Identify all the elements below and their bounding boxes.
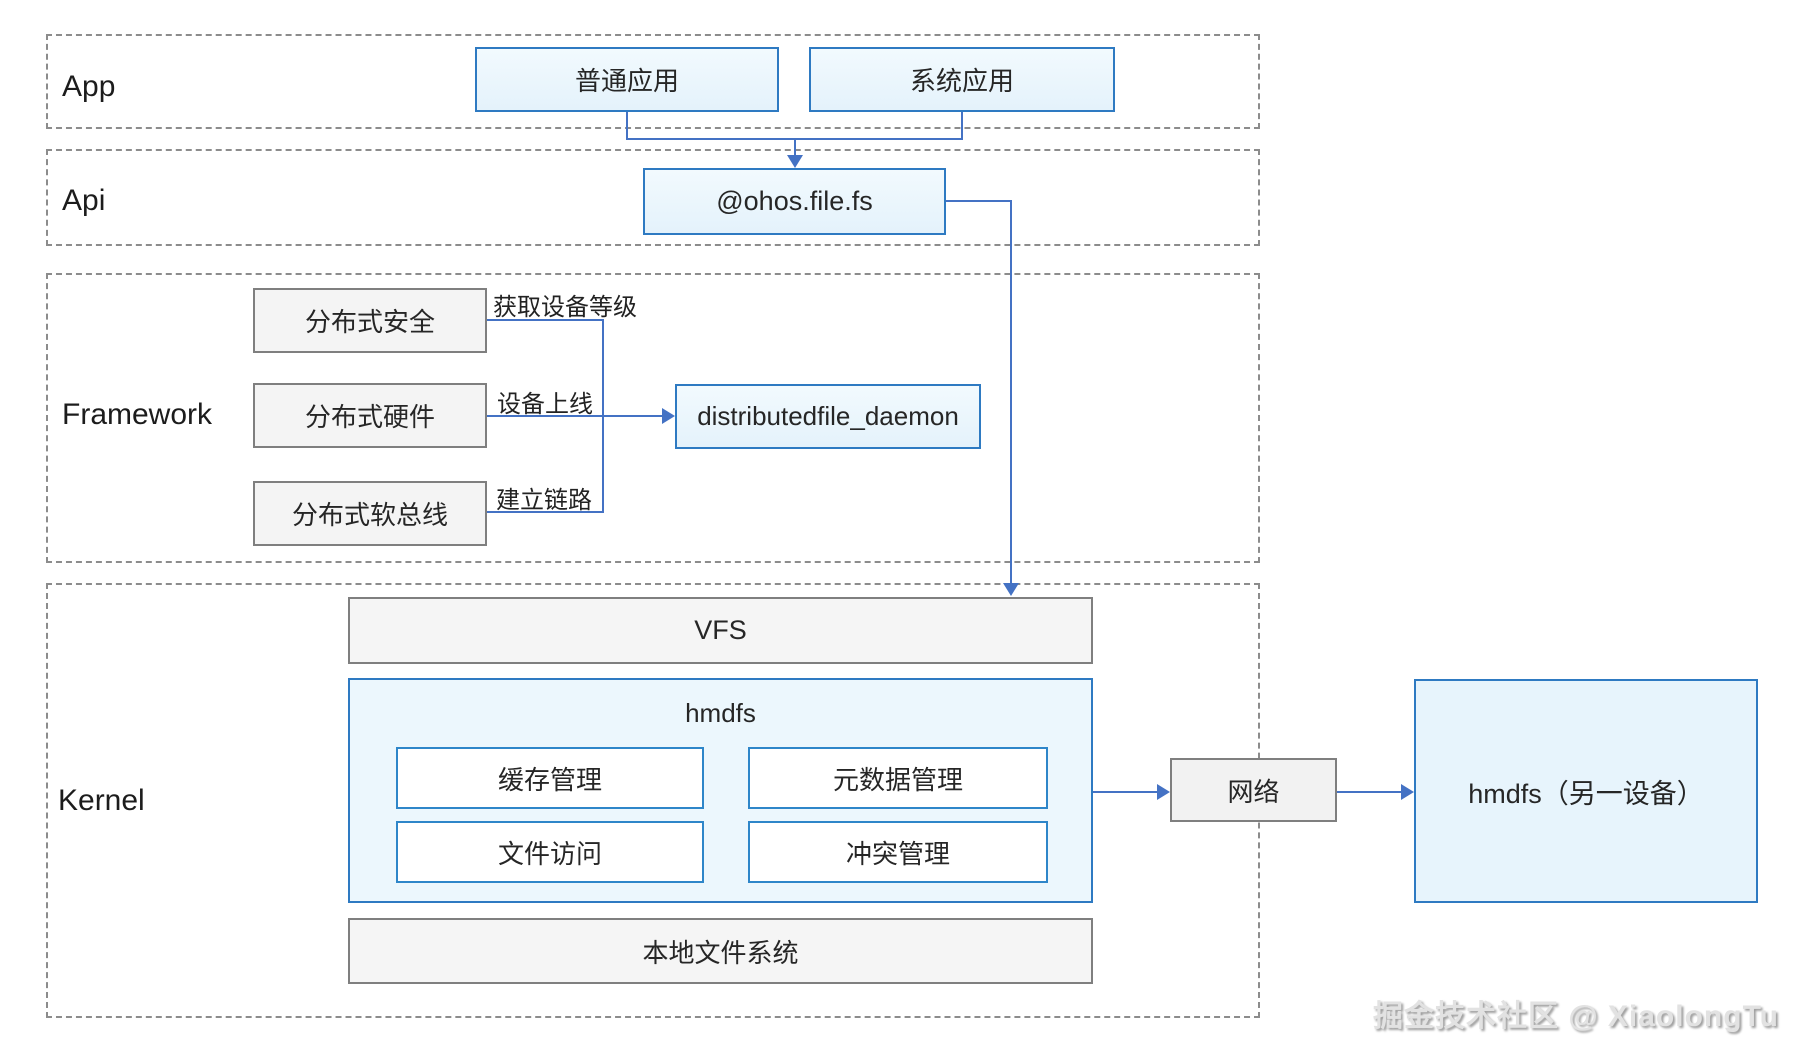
normal-app-box: 普通应用 [475, 47, 779, 112]
edge-label-device-online: 设备上线 [497, 391, 593, 418]
hmdfs-title: hmdfs [685, 698, 756, 728]
connector-api-right [946, 200, 1012, 202]
cache-management-box: 缓存管理 [396, 747, 704, 809]
connector-softbus-h [487, 511, 604, 513]
connector-api-to-vfs [1010, 200, 1012, 584]
edge-label-get-device-level: 获取设备等级 [493, 294, 637, 321]
app-layer-container [46, 34, 1260, 129]
system-app-box: 系统应用 [809, 47, 1115, 112]
connector-app-to-api [794, 138, 796, 156]
dist-security-box: 分布式安全 [253, 288, 487, 353]
connector-network-to-remote [1337, 791, 1402, 793]
network-box: 网络 [1170, 758, 1337, 822]
arrow-right-into-network-icon [1157, 784, 1170, 800]
metadata-management-box: 元数据管理 [748, 747, 1048, 809]
arrow-right-into-daemon-icon [662, 408, 675, 424]
distributedfile-daemon-box: distributedfile_daemon [675, 384, 981, 449]
connector-normal-app-stub [626, 112, 628, 140]
file-access-box: 文件访问 [396, 821, 704, 883]
dist-softbus-box: 分布式软总线 [253, 481, 487, 546]
vfs-box: VFS [348, 597, 1093, 664]
framework-layer-container [46, 273, 1260, 563]
connector-system-app-stub [961, 112, 963, 140]
arrow-right-into-remote-hmdfs-icon [1401, 784, 1414, 800]
ohos-file-fs-box: @ohos.file.fs [643, 168, 946, 235]
arrow-down-into-vfs-icon [1003, 583, 1019, 596]
api-layer-container [46, 149, 1260, 246]
arrow-down-into-api-icon [787, 155, 803, 168]
framework-layer-label: Framework [62, 398, 213, 431]
kernel-layer-label: Kernel [58, 784, 145, 817]
connector-hmdfs-to-network [1093, 791, 1159, 793]
conflict-management-box: 冲突管理 [748, 821, 1048, 883]
app-layer-label: App [62, 70, 116, 103]
edge-label-establish-link: 建立链路 [496, 487, 592, 514]
watermark-text: 掘金技术社区 @ XiaolongTu [1372, 1000, 1779, 1033]
connector-hardware-to-daemon [487, 415, 663, 417]
dist-hardware-box: 分布式硬件 [253, 383, 487, 448]
connector-security-h [487, 319, 604, 321]
remote-hmdfs-box: hmdfs（另一设备） [1414, 679, 1758, 903]
local-file-system-box: 本地文件系统 [348, 918, 1093, 984]
api-layer-label: Api [62, 184, 106, 217]
